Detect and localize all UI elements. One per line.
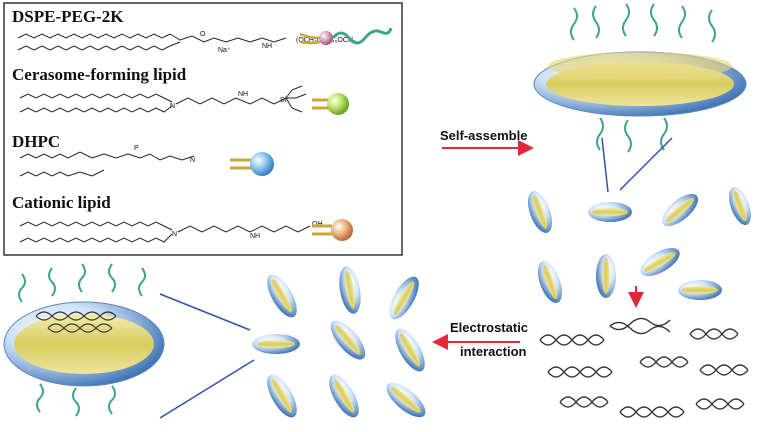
- electrostatic-label-line1: Electrostatic: [450, 320, 528, 335]
- bicelle: [329, 374, 359, 418]
- bicelle-dna-cluster: [252, 266, 426, 418]
- dspe-peg-structure: [17, 33, 287, 51]
- bicelle: [386, 382, 426, 418]
- peg-chains-top: [570, 3, 716, 43]
- connector-line: [159, 293, 251, 331]
- bicelle: [395, 328, 425, 372]
- bicelle: [588, 202, 632, 222]
- bicelle: [252, 334, 300, 354]
- bicelle: [596, 254, 616, 298]
- electrostatic-label-line2: interaction: [460, 344, 527, 359]
- bicelle: [537, 261, 563, 303]
- dhpc-n-label: N: [190, 157, 195, 164]
- legend-entry-cerasome: Cerasome-forming lipid N NH Si: [12, 65, 307, 113]
- bicelle: [339, 266, 361, 314]
- bicelle-cluster-right: [527, 186, 751, 303]
- lipid-name-cerasome: Cerasome-forming lipid: [12, 65, 187, 84]
- connector-line: [159, 359, 255, 419]
- peg-chains-bottom-2: [36, 383, 116, 417]
- sodium-ion-label: Na⁺: [218, 47, 231, 54]
- dna-loaded-bicelle-large: [3, 263, 165, 417]
- bicelle: [661, 193, 699, 227]
- nh-label-3: NH: [250, 233, 260, 240]
- dhpc-structure: [19, 151, 195, 177]
- self-assemble-step: Self-assemble: [440, 128, 534, 156]
- bicelle: [729, 186, 751, 226]
- lipid-name-cationic: Cationic lipid: [12, 193, 111, 212]
- peg-chains-bottom: [596, 117, 668, 153]
- bicelle: [267, 374, 297, 418]
- icon-cationic-lipid: [312, 219, 353, 241]
- bicelle: [527, 191, 553, 233]
- lipid-legend-box: DSPE-PEG-2K O Na⁺ NH (OCH₂CH₂)₄₅OCH₃ Cer…: [3, 2, 403, 256]
- peg-bicelle-large: [533, 3, 747, 153]
- bicelle: [330, 320, 366, 360]
- phosphate-o: O: [200, 31, 206, 38]
- silicon-label: Si: [280, 97, 287, 104]
- amine-n-label: N: [170, 103, 175, 110]
- self-assemble-label: Self-assemble: [440, 128, 527, 143]
- legend-entry-cationic: Cationic lipid N NH OH: [12, 193, 323, 243]
- cerasome-structure: [19, 85, 307, 113]
- peg-chains-top-2: [18, 263, 146, 303]
- bicelle: [267, 274, 297, 318]
- connector-line: [601, 137, 609, 193]
- icon-cerasome-lipid: [312, 93, 349, 115]
- icon-dhpc: [230, 152, 274, 176]
- cationic-structure: [19, 221, 311, 243]
- cationic-n-label: N: [172, 231, 177, 238]
- icon-dspe-peg: [299, 27, 393, 45]
- electrostatic-step: Electrostatic interaction: [432, 320, 528, 359]
- nh-label-2: NH: [238, 91, 248, 98]
- lipid-name-dhpc: DHPC: [12, 132, 60, 151]
- bicelle: [678, 280, 722, 300]
- dna-cluster: [539, 317, 749, 418]
- dhpc-phosphate-label: P: [134, 145, 139, 152]
- bicelle: [389, 276, 419, 320]
- nh-label: NH: [262, 43, 272, 50]
- connector-line: [619, 137, 673, 191]
- legend-entry-dhpc: DHPC P N: [12, 132, 195, 177]
- bicelle: [640, 248, 680, 276]
- lipid-name-dspe-peg: DSPE-PEG-2K: [12, 7, 124, 26]
